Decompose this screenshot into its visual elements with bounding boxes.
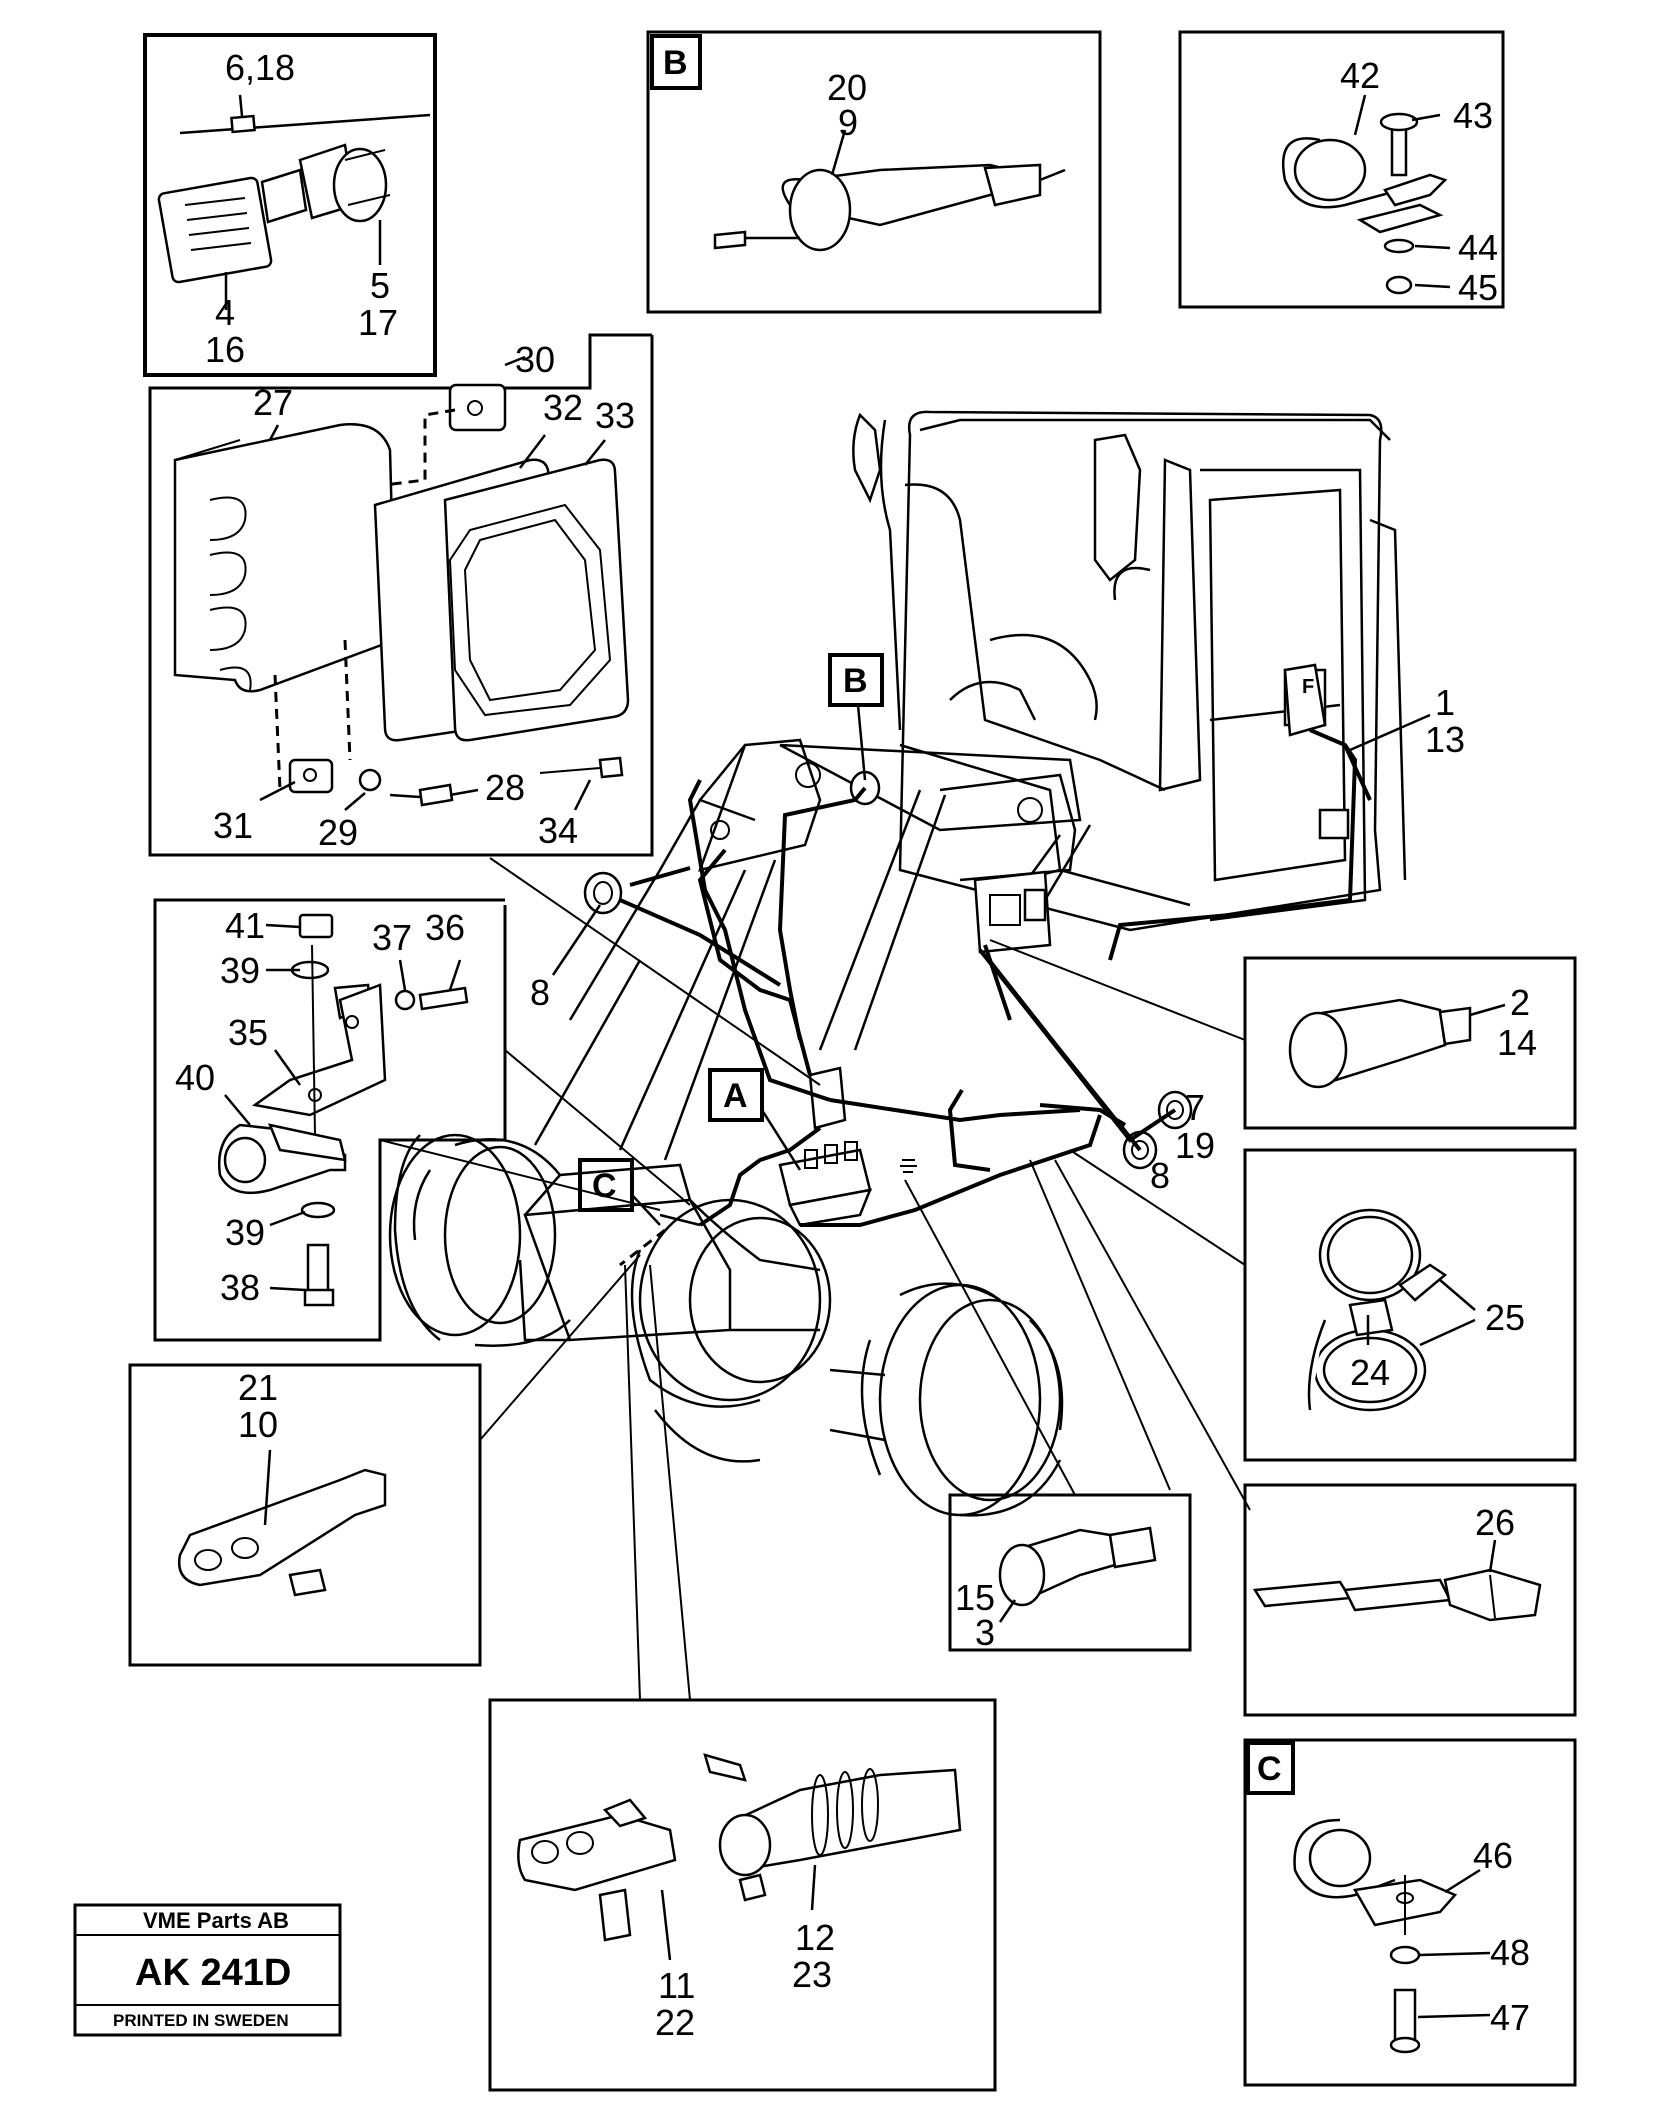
- part-label-33: 33: [595, 395, 635, 436]
- inset-plug-21-10: [128, 1363, 482, 1667]
- part-label-41: 41: [225, 905, 265, 946]
- part-label-32: 32: [543, 387, 583, 428]
- part-label-3: 3: [975, 1612, 995, 1653]
- part-label-36: 36: [425, 907, 465, 948]
- tag-c-machine-box: [578, 1158, 634, 1212]
- part-label-26: 26: [1475, 1502, 1515, 1543]
- inset-bracket-box: [153, 898, 507, 1342]
- publisher-stamp: [73, 1903, 342, 2037]
- part-label-17: 17: [358, 302, 398, 343]
- inset-connectors-11-12: [488, 1698, 997, 2092]
- part-label-21: 21: [238, 1367, 278, 1408]
- inset-sleeve-2-14: [1243, 956, 1577, 1130]
- part-label-1: 1: [1435, 682, 1455, 723]
- part-label-19: 19: [1175, 1125, 1215, 1166]
- part-label-40: 40: [175, 1057, 215, 1098]
- part-label-23: 23: [792, 1954, 832, 1995]
- part-label-10: 10: [238, 1404, 278, 1445]
- part-label-45: 45: [1458, 267, 1498, 308]
- part-label-42: 42: [1340, 55, 1380, 96]
- tag-a-machine-box: [708, 1068, 764, 1122]
- part-label-14: 14: [1497, 1022, 1537, 1063]
- part-label-37: 37: [372, 917, 412, 958]
- part-label-2: 2: [1510, 982, 1530, 1023]
- stamp-printed: PRINTED IN SWEDEN: [113, 2011, 289, 2030]
- leader-lines: [379, 857, 1251, 1701]
- part-label-48: 48: [1490, 1932, 1530, 1973]
- inset-box-c: [1243, 1738, 1577, 2087]
- part-label-6-18: 6,18: [225, 47, 295, 88]
- part-label-35: 35: [228, 1012, 268, 1053]
- part-label-38: 38: [220, 1267, 260, 1308]
- part-label-30: 30: [515, 339, 555, 380]
- part-label-24: 24: [1350, 1352, 1390, 1393]
- tag-c-inset: C: [1257, 1750, 1282, 1788]
- part-label-4: 4: [215, 292, 235, 333]
- part-label-13: 13: [1425, 719, 1465, 760]
- inset-clamp-box: [1178, 30, 1505, 309]
- inset-box-b: [646, 30, 1102, 314]
- part-label-39b: 39: [225, 1212, 265, 1253]
- part-label-46: 46: [1473, 1835, 1513, 1876]
- part-label-47: 47: [1490, 1997, 1530, 2038]
- part-label-31: 31: [213, 805, 253, 846]
- part-label-28: 28: [485, 767, 525, 808]
- part-label-16: 16: [205, 329, 245, 370]
- part-label-9: 9: [838, 102, 858, 143]
- tag-b-machine: B: [843, 662, 868, 700]
- inset-cable-tie: [1243, 1483, 1577, 1717]
- cab-fuse-letter: F: [1302, 676, 1314, 698]
- stamp-company: VME Parts AB: [143, 1908, 289, 1933]
- part-label-44: 44: [1458, 227, 1498, 268]
- part-label-43: 43: [1453, 95, 1493, 136]
- part-label-27: 27: [253, 382, 293, 423]
- part-label-15: 15: [955, 1577, 995, 1618]
- part-label-7: 7: [1185, 1087, 1205, 1128]
- tag-c-machine: C: [592, 1167, 617, 1205]
- part-label-5: 5: [370, 265, 390, 306]
- inset-connector-box: [143, 33, 437, 377]
- part-label-11: 11: [658, 1965, 695, 2006]
- part-label-12: 12: [795, 1917, 835, 1958]
- inset-sleeve-15-3: [948, 1493, 1192, 1652]
- tag-b-inset: B: [663, 44, 688, 82]
- part-label-25: 25: [1485, 1297, 1525, 1338]
- inset-housing-box: [148, 333, 654, 857]
- tag-a-machine: A: [723, 1077, 748, 1115]
- tag-b-machine-box: [828, 653, 884, 707]
- inset-hose-clamp: [1243, 1148, 1577, 1462]
- part-label-22: 22: [655, 2002, 695, 2043]
- stamp-code: AK 241D: [135, 1952, 291, 1994]
- part-label-8a: 8: [530, 972, 550, 1013]
- part-label-20: 20: [827, 67, 867, 108]
- part-label-39a: 39: [220, 950, 260, 991]
- part-label-34: 34: [538, 810, 578, 851]
- part-label-29: 29: [318, 812, 358, 853]
- part-label-8b: 8: [1150, 1155, 1170, 1196]
